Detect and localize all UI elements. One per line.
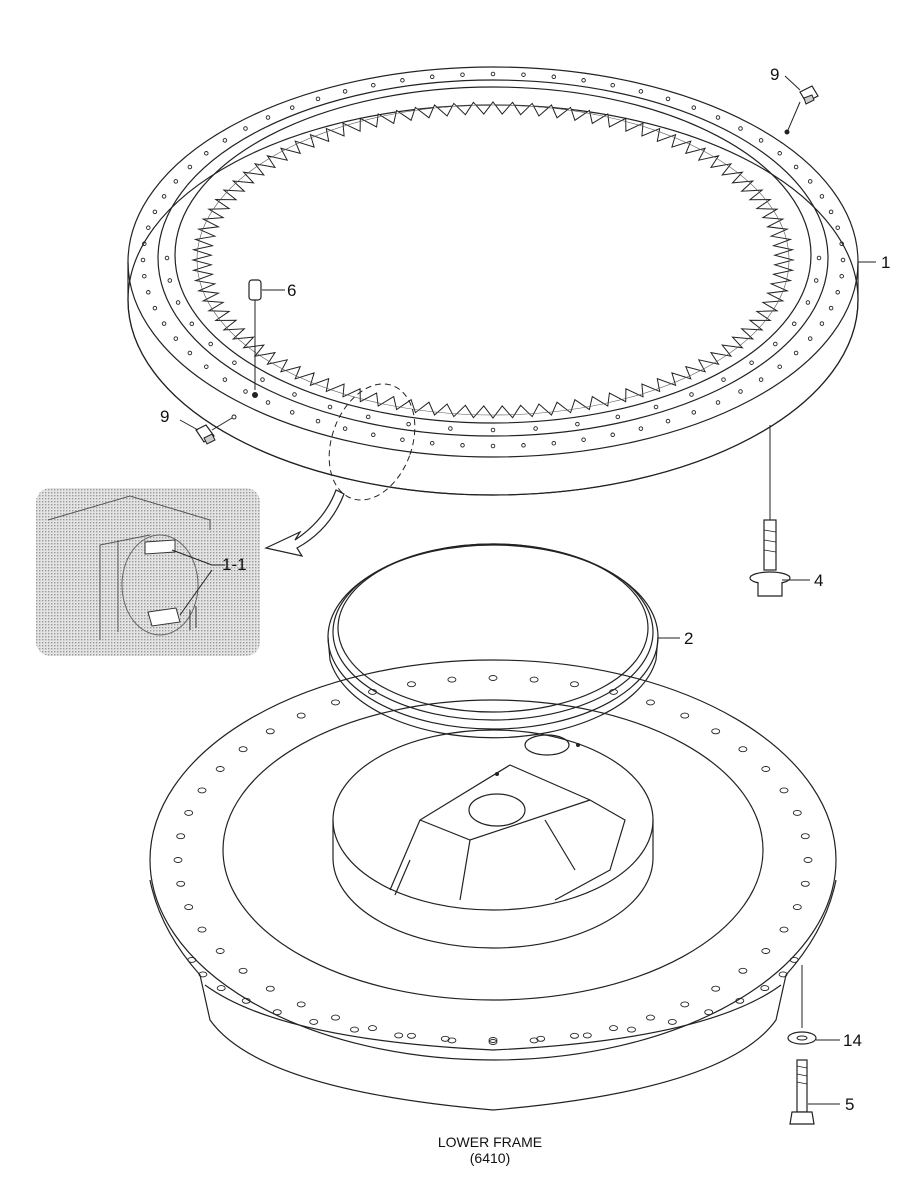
frame-caption-line1: LOWER FRAME xyxy=(437,1134,543,1150)
detail-inset xyxy=(36,488,260,656)
pin xyxy=(248,279,262,398)
grease-fitting-top xyxy=(784,75,819,135)
callout-seal: 2 xyxy=(684,629,693,648)
internal-gear-teeth xyxy=(191,101,795,419)
detail-marker xyxy=(264,383,416,557)
bearing-bolt-holes xyxy=(140,71,846,449)
lower-frame xyxy=(149,659,837,1111)
callout-washer: 14 xyxy=(843,1031,862,1050)
callout-bolt-lower: 5 xyxy=(845,1095,854,1114)
washer-and-bolt-lower xyxy=(787,965,840,1125)
callout-detail: 1-1 xyxy=(222,555,247,574)
leader-lines xyxy=(212,261,876,639)
lower-frame-bolt-holes xyxy=(173,675,813,1045)
washer xyxy=(787,1031,817,1045)
bearing-inner-step xyxy=(174,86,812,424)
callout-bearing: 1 xyxy=(881,253,890,272)
grease-fitting-left xyxy=(179,414,237,445)
callout-pin: 6 xyxy=(287,281,296,300)
frame-caption: LOWER FRAME (6410) xyxy=(0,1134,910,1166)
swing-bearing xyxy=(127,66,859,496)
callout-bolt-upper: 4 xyxy=(814,571,823,590)
frame-caption-line2: (6410) xyxy=(469,1150,511,1166)
bearing-flange-inner xyxy=(157,79,829,437)
bolt-upper xyxy=(749,425,810,597)
callout-fitting-top: 9 xyxy=(770,65,779,84)
seal-ring xyxy=(327,543,659,739)
detail-arrow-icon xyxy=(264,489,345,557)
callout-fitting-left: 9 xyxy=(160,407,169,426)
